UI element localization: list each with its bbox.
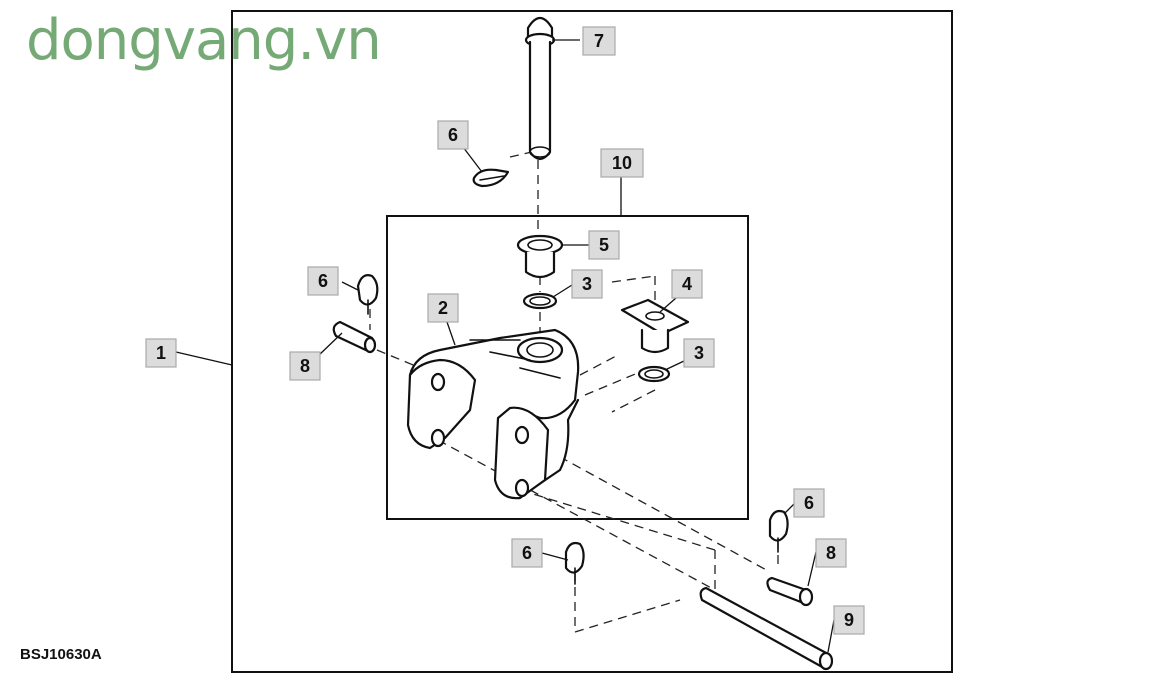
callout-8-left: 8: [289, 351, 321, 381]
svg-text:2: 2: [438, 298, 448, 318]
pin-7: [524, 16, 556, 161]
leader-lines: [175, 39, 835, 653]
svg-text:3: 3: [694, 343, 704, 363]
svg-text:6: 6: [318, 271, 328, 291]
pin-8-right: [766, 576, 814, 607]
svg-text:6: 6: [522, 543, 532, 563]
svg-text:7: 7: [594, 31, 604, 51]
callout-6-top: 6: [437, 120, 469, 150]
kit-frame: [386, 215, 749, 520]
svg-text:10: 10: [612, 153, 632, 173]
ring-3-upper: [522, 292, 558, 310]
svg-text:6: 6: [448, 125, 458, 145]
watermark-text: dongvang.vn: [26, 8, 382, 73]
ring-3-lower: [637, 365, 671, 383]
callout-9: 9: [833, 605, 865, 635]
assembly-frame: [231, 10, 953, 673]
callout-2: 2: [427, 293, 459, 323]
clip-6-top: [472, 168, 510, 188]
clip-6-left: [356, 274, 379, 315]
svg-text:8: 8: [826, 543, 836, 563]
clip-6-bottom: [564, 541, 585, 585]
svg-text:4: 4: [682, 274, 692, 294]
svg-text:6: 6: [804, 493, 814, 513]
svg-text:9: 9: [844, 610, 854, 630]
bushing-5: [516, 234, 564, 279]
clip-6-right: [768, 509, 789, 553]
callout-4: 4: [671, 269, 703, 299]
callout-6-right: 6: [793, 488, 825, 518]
callout-10: 10: [600, 148, 644, 178]
svg-text:1: 1: [156, 343, 166, 363]
yoke-bracket-2: [406, 328, 580, 500]
figure-code: BSJ10630A: [20, 646, 102, 663]
svg-text:8: 8: [300, 356, 310, 376]
callout-3-lower: 3: [683, 338, 715, 368]
callout-6-left: 6: [307, 266, 339, 296]
pin-8-left: [332, 320, 377, 354]
callout-6-bottom: 6: [511, 538, 543, 568]
svg-text:5: 5: [599, 235, 609, 255]
callout-3-upper: 3: [571, 269, 603, 299]
plate-4: [620, 298, 690, 354]
callout-8-right: 8: [815, 538, 847, 568]
pin-9: [699, 586, 834, 671]
callout-1: 1: [145, 338, 177, 368]
callout-7: 7: [582, 26, 616, 56]
svg-text:3: 3: [582, 274, 592, 294]
callout-5: 5: [588, 230, 620, 260]
